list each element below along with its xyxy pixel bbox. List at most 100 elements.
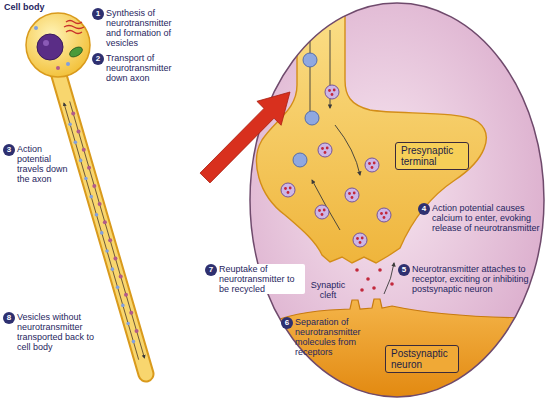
vesicle-dot — [68, 122, 72, 126]
callout-text: Neurotransmitter attaches to receptor, e… — [412, 264, 530, 294]
label-box: Postsynaptic neuron — [385, 345, 459, 373]
neurotransmitter-dot — [351, 196, 354, 199]
vesicle-membrane — [281, 183, 295, 197]
vesicle — [281, 183, 295, 197]
part-label: Synaptic cleft — [308, 280, 348, 300]
callout-number: 1 — [92, 8, 104, 20]
neurotransmitter-dot — [289, 187, 292, 190]
box-label: Postsynaptic neuron — [391, 348, 453, 370]
vesicle-dot — [108, 238, 112, 242]
neurotransmitter-dot — [326, 147, 329, 150]
vesicle-dot — [116, 285, 120, 289]
neurotransmitter-dot — [355, 268, 359, 272]
callout-number: 3 — [3, 144, 15, 156]
callout-text: Action potential travels down the axon — [17, 144, 69, 184]
neurotransmitter-dot — [320, 23, 323, 26]
magnified-view-outline — [250, 3, 544, 397]
vesicle — [315, 205, 329, 219]
callout-text: Transport of neurotransmitter down axon — [106, 53, 186, 83]
vesicle-membrane — [293, 153, 307, 167]
callout-number: 5 — [398, 264, 410, 276]
callout-text: Separation of neurotransmitter molecules… — [295, 317, 380, 357]
callout-number: 8 — [3, 312, 15, 324]
reuptake-arrow — [384, 263, 394, 294]
vesicle-membrane — [315, 205, 329, 219]
transport-arrow — [312, 180, 340, 230]
vesicle-dot — [105, 249, 109, 253]
callout-text: Vesicles without neurotransmitter transp… — [17, 312, 109, 352]
vesicle-dot — [92, 184, 96, 188]
callout-text: Synthesis of neurotransmitter and format… — [106, 8, 186, 48]
callout-text: Action potential travels down the axon — [17, 144, 69, 184]
vesicle-dot — [103, 220, 107, 224]
neurotransmitter-dot — [321, 147, 324, 150]
neurotransmitter-dot — [324, 151, 327, 154]
vesicle-dot — [71, 111, 75, 115]
cell-body — [26, 13, 90, 77]
neurotransmitter-dot — [378, 268, 382, 272]
vesicle-membrane — [325, 85, 339, 99]
vesicle — [303, 53, 317, 67]
nucleolus — [43, 40, 49, 46]
vesicle-dot — [113, 256, 117, 260]
neurotransmitter-dot — [368, 162, 371, 165]
vesicle — [365, 158, 379, 172]
vesicles — [281, 15, 391, 247]
callout-text: Action potential causes calcium to enter… — [432, 203, 540, 233]
vesicle-dot — [98, 202, 102, 206]
vesicle-dot — [79, 159, 83, 163]
vesicle-dot — [124, 293, 128, 297]
neurotransmitter-dot — [322, 19, 325, 22]
callout-circle: 3 — [3, 144, 15, 156]
vesicle — [377, 208, 391, 222]
vesicle-dot — [76, 130, 80, 134]
vesicle-dot — [129, 311, 133, 315]
vesicle-dot — [95, 213, 99, 217]
neurotransmitter-dot — [348, 192, 351, 195]
callout-circle: 6 — [281, 317, 293, 329]
neurotransmitter-dot — [390, 282, 394, 286]
callout-number: 2 — [92, 53, 104, 65]
vesicle-dot — [119, 275, 123, 279]
nucleus — [37, 34, 63, 60]
vesicle-membrane — [365, 158, 379, 172]
callout-circle: 7 — [205, 264, 217, 276]
vesicle-dot — [84, 177, 88, 181]
neurotransmitter-dot — [385, 212, 388, 215]
neurotransmitter-dot — [371, 166, 374, 169]
vesicle-membrane — [318, 143, 332, 157]
part-label: Synaptic cleft — [308, 280, 348, 300]
neurotransmitter-dot — [373, 162, 376, 165]
callout-circle: 4 — [418, 203, 430, 215]
neurotransmitter-dot — [321, 213, 324, 216]
callout-circle: 2 — [92, 53, 104, 65]
vesicle — [325, 85, 339, 99]
vesicle-dot — [82, 148, 86, 152]
vesicle-membrane — [353, 233, 367, 247]
vesicle-dot — [135, 329, 139, 333]
callout-circle: 5 — [398, 264, 410, 276]
neurotransmitter-dot — [317, 19, 320, 22]
vesicle — [345, 188, 359, 202]
neurotransmitter-dot — [383, 216, 386, 219]
magnify-arrow — [200, 92, 290, 183]
callout-text: Reuptake of neurotransmitter to be recyc… — [217, 264, 305, 294]
callout-number: 7 — [205, 264, 217, 276]
neurotransmitter-dot — [372, 286, 376, 290]
vesicle-membrane — [305, 111, 319, 125]
vesicle — [293, 153, 307, 167]
callout-number: 4 — [418, 203, 430, 215]
vesicle-dot — [100, 231, 104, 235]
callout-circle: 8 — [3, 312, 15, 324]
vesicle-dot — [126, 322, 130, 326]
vesicle — [353, 233, 367, 247]
neurotransmitter-dot — [356, 237, 359, 240]
part-label: Cell body — [4, 2, 45, 12]
box-label: Presynaptic terminal — [401, 145, 463, 167]
callout-text: Neurotransmitter attaches to receptor, e… — [412, 264, 530, 294]
vesicle-dot — [87, 166, 91, 170]
vesicle-dot — [34, 26, 38, 30]
postsynaptic-neuron — [240, 299, 546, 400]
vesicle-dot — [74, 141, 78, 145]
